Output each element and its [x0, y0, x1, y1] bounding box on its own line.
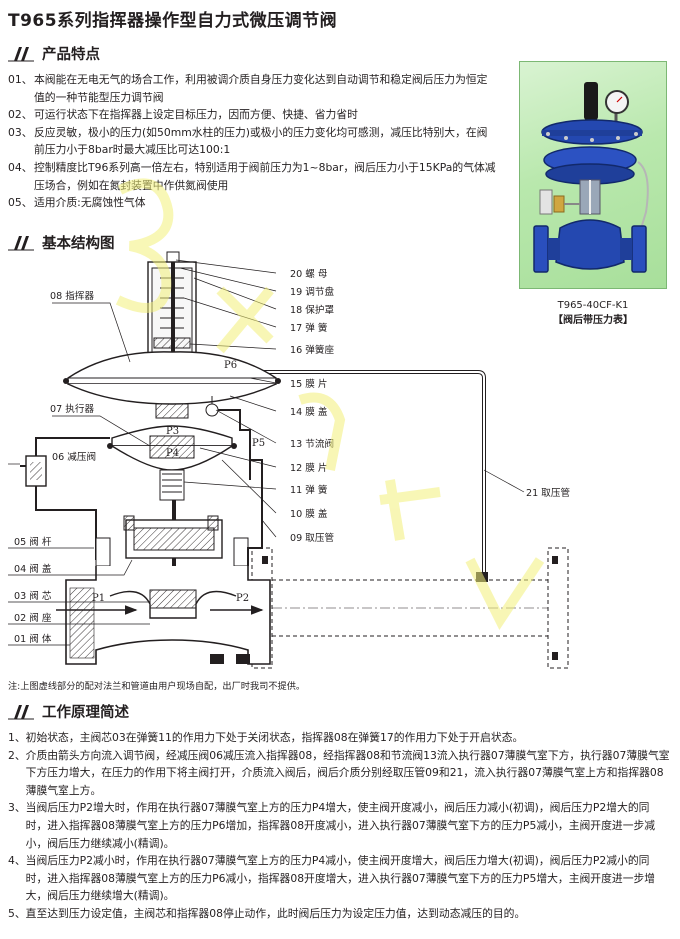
list-item: 04、控制精度比T96系列高一倍左右，特别适用于阀前压力为1~8bar，阀后压力…	[8, 159, 498, 194]
label-12: 12 膜 片	[290, 462, 328, 474]
label-20: 20 螺 母	[290, 269, 328, 280]
item-text: 介质由箭头方向流入调节阀，经减压阀06减压流入指挥器08，经指挥器08和节流阀1…	[25, 748, 670, 797]
label-10: 10 膜 盖	[290, 508, 328, 520]
item-text: 初始状态，主阀芯03在弹簧11的作用力下处于关闭状态，指挥器08在弹簧17的作用…	[25, 731, 524, 744]
item-text: 当阀后压力P2增大时，作用在执行器07薄膜气室上方的压力P4增大，使主阀开度减小…	[25, 801, 656, 850]
pressure-p5: P5	[252, 438, 265, 449]
list-item: 03、反应灵敏，极小的压力(如50mm水柱的压力)或极小的压力变化均可感测，减压…	[8, 124, 498, 159]
label-02: 02 阀 座	[14, 612, 52, 624]
pressure-p1: P1	[92, 593, 105, 604]
reducing-valve	[20, 437, 110, 560]
label-16: 16 弹簧座	[290, 344, 334, 356]
list-item: 2、介质由箭头方向流入调节阀，经减压阀06减压流入指挥器08，经指挥器08和节流…	[8, 747, 670, 800]
item-number: 05、	[8, 196, 33, 210]
item-text: 直至达到压力设定值，主阀芯和指挥器08停止动作，此时阀后压力为设定压力值，达到动…	[25, 906, 526, 920]
pressure-p2: P2	[236, 593, 249, 604]
item-text: 当阀后压力P2减小时，作用在执行器07薄膜气室上方的压力P4减小，使主阀开度增大…	[25, 854, 656, 903]
label-21: 21 取压管	[526, 487, 570, 499]
item-number: 03、	[8, 125, 33, 139]
list-item: 02、可运行状态下在指挥器上设定目标压力，因而方便、快捷、省力省时	[8, 106, 498, 124]
list-item: 3、当阀后压力P2增大时，作用在执行器07薄膜气室上方的压力P4增大，使主阀开度…	[8, 799, 670, 852]
label-19: 19 调节盘	[290, 286, 334, 298]
item-number: 04、	[8, 160, 33, 174]
list-item: 01、本阀能在无电无气的场合工作，利用被调介质自身压力变化达到自动调节和稳定阀后…	[8, 71, 498, 106]
actuator	[107, 425, 237, 501]
model-sub-label: 【阀后带压力表】	[553, 315, 633, 326]
pilot-regulator	[63, 251, 281, 419]
page-title: T965系列指挥器操作型自力式微压调节阀	[8, 11, 338, 31]
list-item: 4、当阀后压力P2减小时，作用在执行器07薄膜气室上方的压力P4减小，使主阀开度…	[8, 852, 670, 905]
item-number: 01、	[8, 73, 33, 86]
model-label: T965-40CF-K1	[557, 300, 629, 311]
item-number: 5、	[8, 906, 26, 920]
item-number: 2、	[8, 748, 26, 762]
label-08: 08 指挥器	[50, 290, 94, 302]
list-item: 1、初始状态，主阀芯03在弹簧11的作用力下处于关闭状态，指挥器08在弹簧17的…	[8, 729, 670, 747]
item-number: 4、	[8, 854, 26, 868]
section-header-principle: 工作原理简述	[8, 701, 129, 722]
diagram-note: 注:上图虚线部分的配对法兰和管道由用户现场自配，出厂时我司不提供。	[8, 681, 306, 692]
section-title: 基本结构图	[42, 236, 115, 252]
item-text: 反应灵敏，极小的压力(如50mm水柱的压力)或极小的压力变化均可感测，减压比特别…	[34, 125, 488, 157]
section-slash-icon	[8, 46, 34, 62]
label-05: 05 阀 杆	[14, 536, 52, 548]
section-title: 产品特点	[42, 47, 100, 63]
label-13: 13 节流阀	[290, 438, 334, 450]
section-header-structure: 基本结构图	[8, 232, 115, 253]
list-item: 05、适用介质:无腐蚀性气体	[8, 194, 498, 212]
label-09: 09 取压管	[290, 532, 334, 544]
section-header-features: 产品特点	[8, 43, 100, 64]
pressure-p6: P6	[224, 360, 237, 371]
label-01: 01 阀 体	[14, 633, 52, 645]
main-valve-body	[56, 500, 271, 665]
label-17: 17 弹 簧	[290, 322, 328, 334]
item-text: 本阀能在无电无气的场合工作，利用被调介质自身压力变化达到自动调节和稳定阀后压力为…	[34, 73, 488, 104]
features-list: 01、本阀能在无电无气的场合工作，利用被调介质自身压力变化达到自动调节和稳定阀后…	[8, 71, 498, 212]
label-06: 06 减压阀	[52, 451, 96, 463]
label-14: 14 膜 盖	[290, 406, 328, 418]
valve-illustration	[533, 82, 649, 273]
list-item: 5、直至达到压力设定值，主阀芯和指挥器08停止动作，此时阀后压力为设定压力值，达…	[8, 905, 670, 923]
label-07: 07 执行器	[50, 403, 94, 415]
label-18: 18 保护罩	[290, 304, 334, 316]
product-photo	[519, 61, 667, 289]
section-slash-icon	[8, 704, 34, 720]
section-slash-icon	[8, 235, 34, 251]
throttle-valve	[205, 396, 251, 480]
item-number: 3、	[8, 801, 26, 815]
item-text: 适用介质:无腐蚀性气体	[34, 196, 146, 210]
structure-diagram: 08 指挥器 07 执行器 06 减压阀 05 阀 杆 04 阀 盖 03 阀 …	[8, 251, 570, 669]
pressure-p3: P3	[166, 426, 179, 437]
item-text: 控制精度比T96系列高一倍左右，特别适用于阀前压力为1~8bar，阀后压力小于1…	[34, 160, 496, 192]
label-04: 04 阀 盖	[14, 563, 52, 575]
principle-list: 1、初始状态，主阀芯03在弹簧11的作用力下处于关闭状态，指挥器08在弹簧17的…	[8, 729, 670, 923]
item-number: 1、	[8, 731, 26, 744]
downstream-pipe	[251, 547, 569, 669]
pressure-p4: P4	[166, 448, 179, 459]
label-15: 15 膜 片	[290, 378, 328, 390]
photo-caption: T965-40CF-K1 【阀后带压力表】	[519, 298, 667, 328]
item-number: 02、	[8, 108, 33, 122]
label-11: 11 弹 簧	[290, 484, 328, 496]
section-title: 工作原理简述	[42, 705, 129, 721]
item-text: 可运行状态下在指挥器上设定目标压力，因而方便、快捷、省力省时	[34, 108, 358, 122]
label-03: 03 阀 芯	[14, 590, 52, 602]
